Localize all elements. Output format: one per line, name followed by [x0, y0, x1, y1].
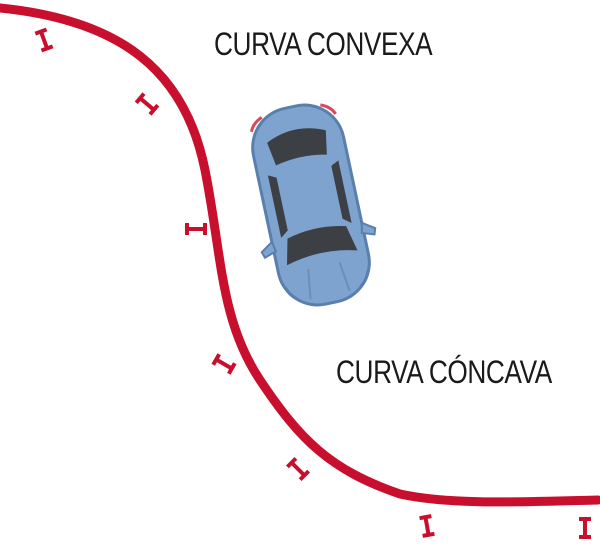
road-curve-line — [0, 3, 600, 507]
car-top-view-icon — [249, 103, 377, 307]
car-side-window-right — [331, 160, 352, 223]
car-hood-line-left — [307, 268, 312, 300]
car-headlight-right — [359, 270, 370, 288]
road-marker-3 — [185, 223, 207, 235]
car-windshield — [287, 225, 358, 266]
label-curva-concava: CURVA CÓNCAVA — [336, 354, 552, 390]
road-marker-7 — [579, 517, 591, 539]
car-taillight-right — [320, 103, 337, 115]
car-headlight-left — [284, 287, 300, 302]
car-mirror-right — [360, 221, 377, 236]
road-marker-6 — [419, 514, 435, 538]
road-marker-4 — [211, 353, 237, 375]
car-side-window-left — [267, 175, 288, 238]
road-marker-1 — [34, 27, 54, 53]
car-mirror-left — [260, 240, 278, 260]
label-curva-convexa: CURVA CONVEXA — [214, 26, 433, 62]
car-hood-line-right — [338, 261, 351, 292]
road-marker-5 — [285, 456, 311, 482]
car-rear-window — [267, 128, 327, 166]
road-marker-2 — [134, 92, 160, 116]
car-taillight-left — [249, 116, 263, 133]
